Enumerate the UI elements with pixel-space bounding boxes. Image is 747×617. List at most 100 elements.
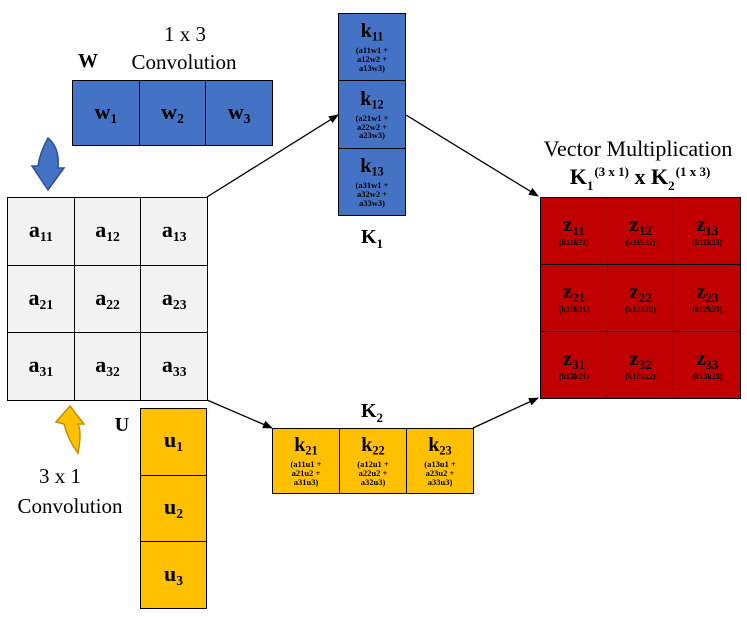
cell-expression-line: a32w2 +: [356, 188, 388, 199]
cell-symbol-base: a: [28, 216, 40, 242]
u-cell-2: u2: [140, 474, 207, 543]
cell-symbol-base: a: [28, 284, 40, 310]
cell-expression-line: a12w2 +: [356, 54, 388, 65]
k2-label: K2: [352, 400, 392, 426]
z-formula-k1-index: 1: [586, 178, 594, 193]
w-title-line2: Convolution: [131, 50, 237, 74]
w-symbol: W: [78, 50, 98, 72]
z-formula-times: x: [634, 164, 646, 189]
k2-cell-22: k22(a12u1 +a22u2 +a32u3): [339, 428, 407, 494]
z-cell-12: z12(k11k22): [606, 197, 675, 265]
cell-product: (k11k23): [692, 238, 723, 248]
cell-expression-line: a21u2 +: [291, 468, 321, 479]
a-cell-13: a13: [140, 197, 209, 266]
cell-symbol-base: w: [227, 98, 244, 124]
cell-symbol-base: z: [629, 212, 639, 237]
cell-symbol-base: u: [163, 427, 177, 453]
z-formula-k2-dims: (1 x 3): [675, 164, 711, 179]
cell-symbol-index: 1: [176, 439, 184, 455]
k1-label: K1: [352, 226, 392, 252]
cell-symbol-base: z: [562, 346, 572, 371]
cell-symbol-base: a: [28, 352, 40, 378]
cell-symbol: w3: [227, 98, 251, 126]
cell-expression: (a13u1 +a23u2 +a33u3): [424, 460, 456, 487]
cell-symbol: k13: [360, 156, 384, 178]
cell-symbol: a11: [28, 216, 53, 244]
z-formula: K1(3 x 1) x K2(1 x 3): [540, 164, 740, 193]
cell-symbol: w2: [161, 100, 184, 126]
a-cell-22: a22: [73, 264, 142, 334]
cell-product: (k13k23): [692, 372, 723, 382]
cell-symbol: z11: [563, 214, 585, 237]
cell-symbol: z12: [629, 214, 651, 237]
cell-symbol-index: 1: [110, 110, 118, 126]
cell-expression-line: a31u3): [293, 477, 319, 488]
cell-expression-line: a23w3): [359, 130, 385, 141]
cell-symbol-index: 3: [176, 572, 184, 588]
a-cell-33: a33: [140, 332, 209, 402]
cell-symbol-index: 13: [705, 223, 719, 239]
cell-expression: (a12u1 +a22u2 +a32u3): [357, 460, 389, 487]
z-cell-21: z21(k12k21): [540, 264, 608, 332]
cell-symbol: a22: [95, 286, 120, 312]
cell-symbol-base: z: [563, 212, 573, 237]
cell-symbol-index: 33: [705, 357, 719, 373]
w-title-line1: 1 x 3: [164, 22, 206, 46]
z-cell-13: z13(k11k23): [673, 197, 742, 265]
cell-symbol: a12: [95, 218, 120, 245]
cell-expression-line: a22w2 +: [356, 121, 388, 132]
cell-symbol: a31: [29, 354, 54, 379]
cell-expression-line: a22u2 +: [358, 468, 388, 479]
cell-expression-line: (a31w1 +: [355, 179, 389, 190]
cell-symbol: z33: [696, 348, 718, 371]
cell-symbol: u3: [164, 562, 184, 588]
z-formula-k2-index: 2: [668, 178, 675, 193]
cell-symbol: k23: [428, 435, 452, 457]
cell-symbol: z32: [629, 348, 651, 371]
k2-label-base: K: [360, 400, 377, 422]
cell-product: (k11k21): [558, 238, 589, 248]
cell-symbol-index: 13: [371, 164, 384, 179]
cell-symbol-index: 31: [39, 364, 54, 380]
cell-expression-line: (a21w1 +: [355, 112, 389, 123]
cell-expression: (a31w1 +a32w2 +a33w3): [355, 179, 389, 208]
cell-symbol-index: 12: [638, 223, 652, 239]
cell-symbol-base: z: [696, 212, 706, 237]
arrow-a-to-k2: [206, 399, 273, 429]
cell-expression-line: (a12u1 +: [357, 459, 389, 470]
cell-symbol-index: 11: [572, 223, 585, 239]
cell-symbol-index: 22: [106, 296, 120, 312]
cell-symbol-base: z: [562, 279, 572, 304]
cell-symbol-index: 21: [305, 443, 318, 458]
cell-symbol: w1: [94, 98, 118, 126]
cell-symbol-base: a: [95, 352, 107, 378]
w-cell-3: w3: [205, 80, 274, 146]
cell-symbol: k11: [361, 21, 384, 43]
cell-symbol: z23: [696, 281, 718, 304]
cell-symbol-index: 2: [176, 506, 184, 522]
cell-symbol-base: k: [360, 20, 372, 43]
cell-symbol-index: 13: [172, 229, 187, 245]
cell-symbol-base: z: [629, 279, 639, 304]
cell-symbol: a33: [162, 354, 187, 379]
cell-symbol-base: w: [94, 98, 111, 124]
cell-symbol-index: 12: [106, 229, 120, 245]
k1-cell-11: k11 (a11w1 +a12w2 +a13w3): [338, 13, 406, 82]
cell-expression: (a11w1 +a12w2 +a13w3): [356, 46, 388, 73]
cell-symbol-index: 21: [39, 296, 54, 312]
cell-symbol-index: 31: [572, 357, 586, 373]
cell-symbol-base: a: [161, 284, 173, 310]
arrow-k1-to-z: [405, 114, 539, 197]
cell-symbol: u2: [164, 496, 183, 521]
u-symbol: U: [114, 414, 130, 436]
cell-symbol: z22: [629, 281, 651, 304]
z-cell-32: z32(k13k22): [606, 331, 675, 399]
z-formula-k1-dims: (3 x 1): [594, 164, 629, 179]
z-cell-33: z33(k13k23): [673, 331, 742, 399]
cell-expression-line: a33w3): [359, 197, 385, 208]
k2-cell-21: k21(a11u1 +a21u2 +a31u3): [272, 428, 340, 494]
cell-product: (k13k22): [625, 372, 656, 382]
cell-symbol-index: 23: [705, 290, 719, 306]
